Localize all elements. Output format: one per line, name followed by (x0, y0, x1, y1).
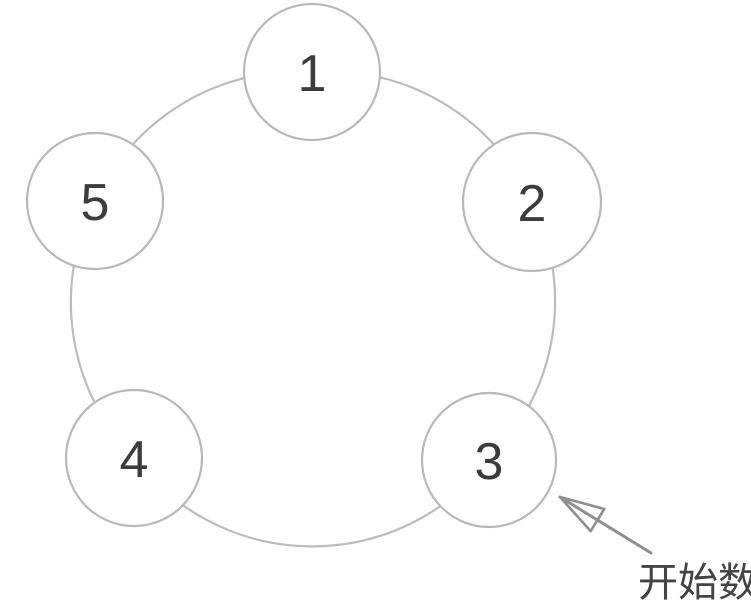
node-label-2: 2 (518, 175, 547, 233)
node-3[interactable]: 3 (420, 391, 558, 529)
node-label-1: 1 (298, 45, 327, 103)
node-label-4: 4 (120, 431, 149, 489)
node-label-3: 3 (475, 433, 504, 491)
node-circle-3[interactable] (420, 391, 558, 529)
arrow-shaft (558, 495, 653, 555)
node-group: 1 2 3 4 5 (25, 2, 603, 529)
node-circle-4[interactable] (64, 388, 204, 528)
annotation-label: 开始数 (638, 560, 751, 603)
node-2[interactable]: 2 (461, 131, 603, 273)
node-circle-1[interactable] (242, 2, 382, 142)
node-1[interactable]: 1 (242, 2, 382, 142)
annotation-group: 开始数 (558, 495, 751, 603)
node-5[interactable]: 5 (25, 131, 165, 271)
node-circle-2[interactable] (461, 131, 603, 273)
node-label-5: 5 (81, 174, 110, 232)
node-4[interactable]: 4 (64, 388, 204, 528)
arrow-head-icon (558, 495, 606, 533)
node-circle-5[interactable] (25, 131, 165, 271)
